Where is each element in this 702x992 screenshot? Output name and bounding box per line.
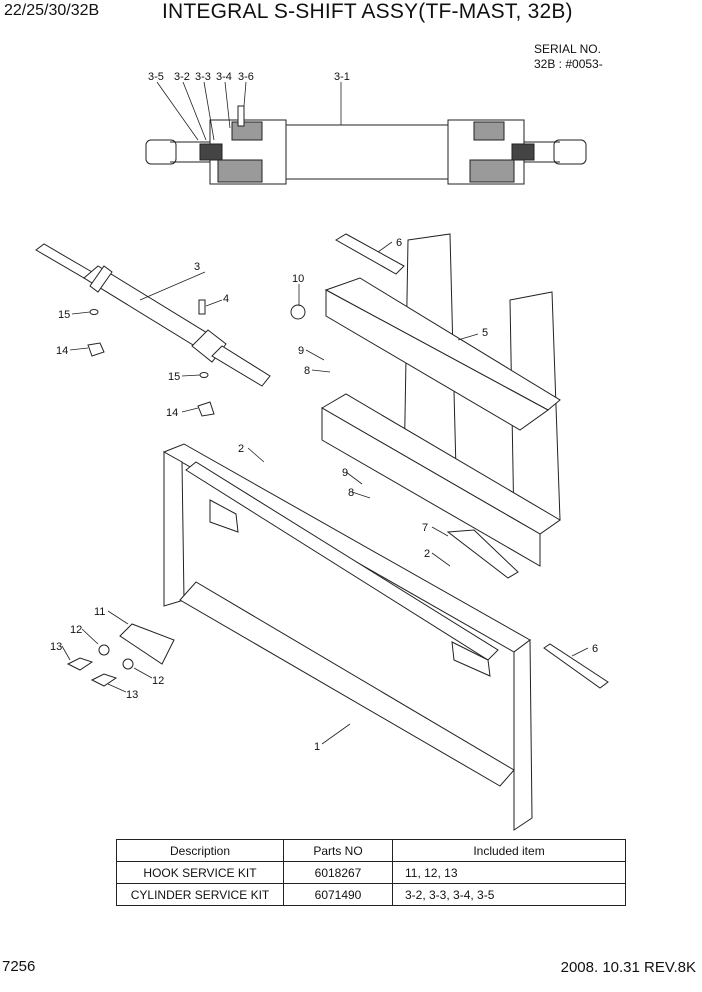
leader-lines bbox=[61, 81, 589, 745]
callout-15-upper: 15 bbox=[58, 309, 70, 321]
page-title: INTEGRAL S-SHIFT ASSY(TF-MAST, 32B) bbox=[162, 0, 573, 23]
column-header: Included item bbox=[392, 839, 626, 862]
callout-14-upper: 14 bbox=[56, 345, 68, 357]
page-number: 7256 bbox=[2, 958, 36, 975]
callout-2-upper: 2 bbox=[238, 443, 244, 455]
column-header: Description bbox=[116, 839, 284, 862]
table-row: CYLINDER SERVICE KIT 6071490 3-2, 3-3, 3… bbox=[116, 883, 626, 906]
callout-14-lower: 14 bbox=[166, 407, 178, 419]
callout-9-lower: 9 bbox=[342, 467, 348, 479]
kit-part-number: 6071490 bbox=[283, 883, 393, 906]
serial-value: 32B : #0053- bbox=[534, 57, 603, 71]
table-row: HOOK SERVICE KIT 6018267 11, 12, 13 bbox=[116, 861, 626, 884]
callout-15-lower: 15 bbox=[168, 371, 180, 383]
service-kit-table: Description Parts NO Included item HOOK … bbox=[116, 839, 626, 906]
callout-6-upper: 6 bbox=[396, 237, 402, 249]
callout-labels: 3-5 3-2 3-3 3-4 3-6 3-1 3 4 15 14 15 14 … bbox=[50, 71, 598, 753]
kit-included-items: 11, 12, 13 bbox=[392, 861, 626, 884]
callout-4: 4 bbox=[223, 293, 229, 305]
serial-info: SERIAL NO. 32B : #0053- bbox=[534, 42, 603, 72]
cylinder-section-detail bbox=[145, 105, 587, 185]
callout-6-lower: 6 bbox=[592, 643, 598, 655]
callout-3-6: 3-6 bbox=[238, 71, 254, 83]
callout-1: 1 bbox=[314, 741, 320, 753]
kit-included-items: 3-2, 3-3, 3-4, 3-5 bbox=[392, 883, 626, 906]
kit-description: HOOK SERVICE KIT bbox=[116, 861, 284, 884]
kit-description: CYLINDER SERVICE KIT bbox=[116, 883, 284, 906]
revision-date: 2008. 10.31 REV.8K bbox=[560, 959, 696, 976]
callout-8-upper: 8 bbox=[304, 365, 310, 377]
callout-12-upper: 12 bbox=[70, 624, 82, 636]
callout-10: 10 bbox=[292, 273, 304, 285]
table-header-row: Description Parts NO Included item bbox=[116, 839, 626, 862]
callout-3-3: 3-3 bbox=[195, 71, 211, 83]
kit-part-number: 6018267 bbox=[283, 861, 393, 884]
callout-13-lower: 13 bbox=[126, 689, 138, 701]
cylinder-assembly bbox=[35, 243, 271, 417]
callout-3-5: 3-5 bbox=[148, 71, 164, 83]
callout-3-1: 3-1 bbox=[334, 71, 350, 83]
hook-parts bbox=[66, 623, 175, 687]
callout-3-4: 3-4 bbox=[216, 71, 232, 83]
serial-label: SERIAL NO. bbox=[534, 42, 601, 56]
callout-8-lower: 8 bbox=[348, 487, 354, 499]
callout-5: 5 bbox=[482, 327, 488, 339]
callout-3-2: 3-2 bbox=[174, 71, 190, 83]
callout-11: 11 bbox=[94, 606, 105, 618]
column-header: Parts NO bbox=[283, 839, 393, 862]
callout-12-lower: 12 bbox=[152, 675, 164, 687]
fork-frame bbox=[162, 443, 609, 831]
carriage-plates bbox=[290, 233, 561, 579]
callout-3: 3 bbox=[194, 261, 200, 273]
callout-2-lower: 2 bbox=[424, 548, 430, 560]
callout-7: 7 bbox=[422, 522, 428, 534]
callout-13-upper: 13 bbox=[50, 641, 62, 653]
model-code: 22/25/30/32B bbox=[4, 2, 100, 19]
callout-9-upper: 9 bbox=[298, 345, 304, 357]
